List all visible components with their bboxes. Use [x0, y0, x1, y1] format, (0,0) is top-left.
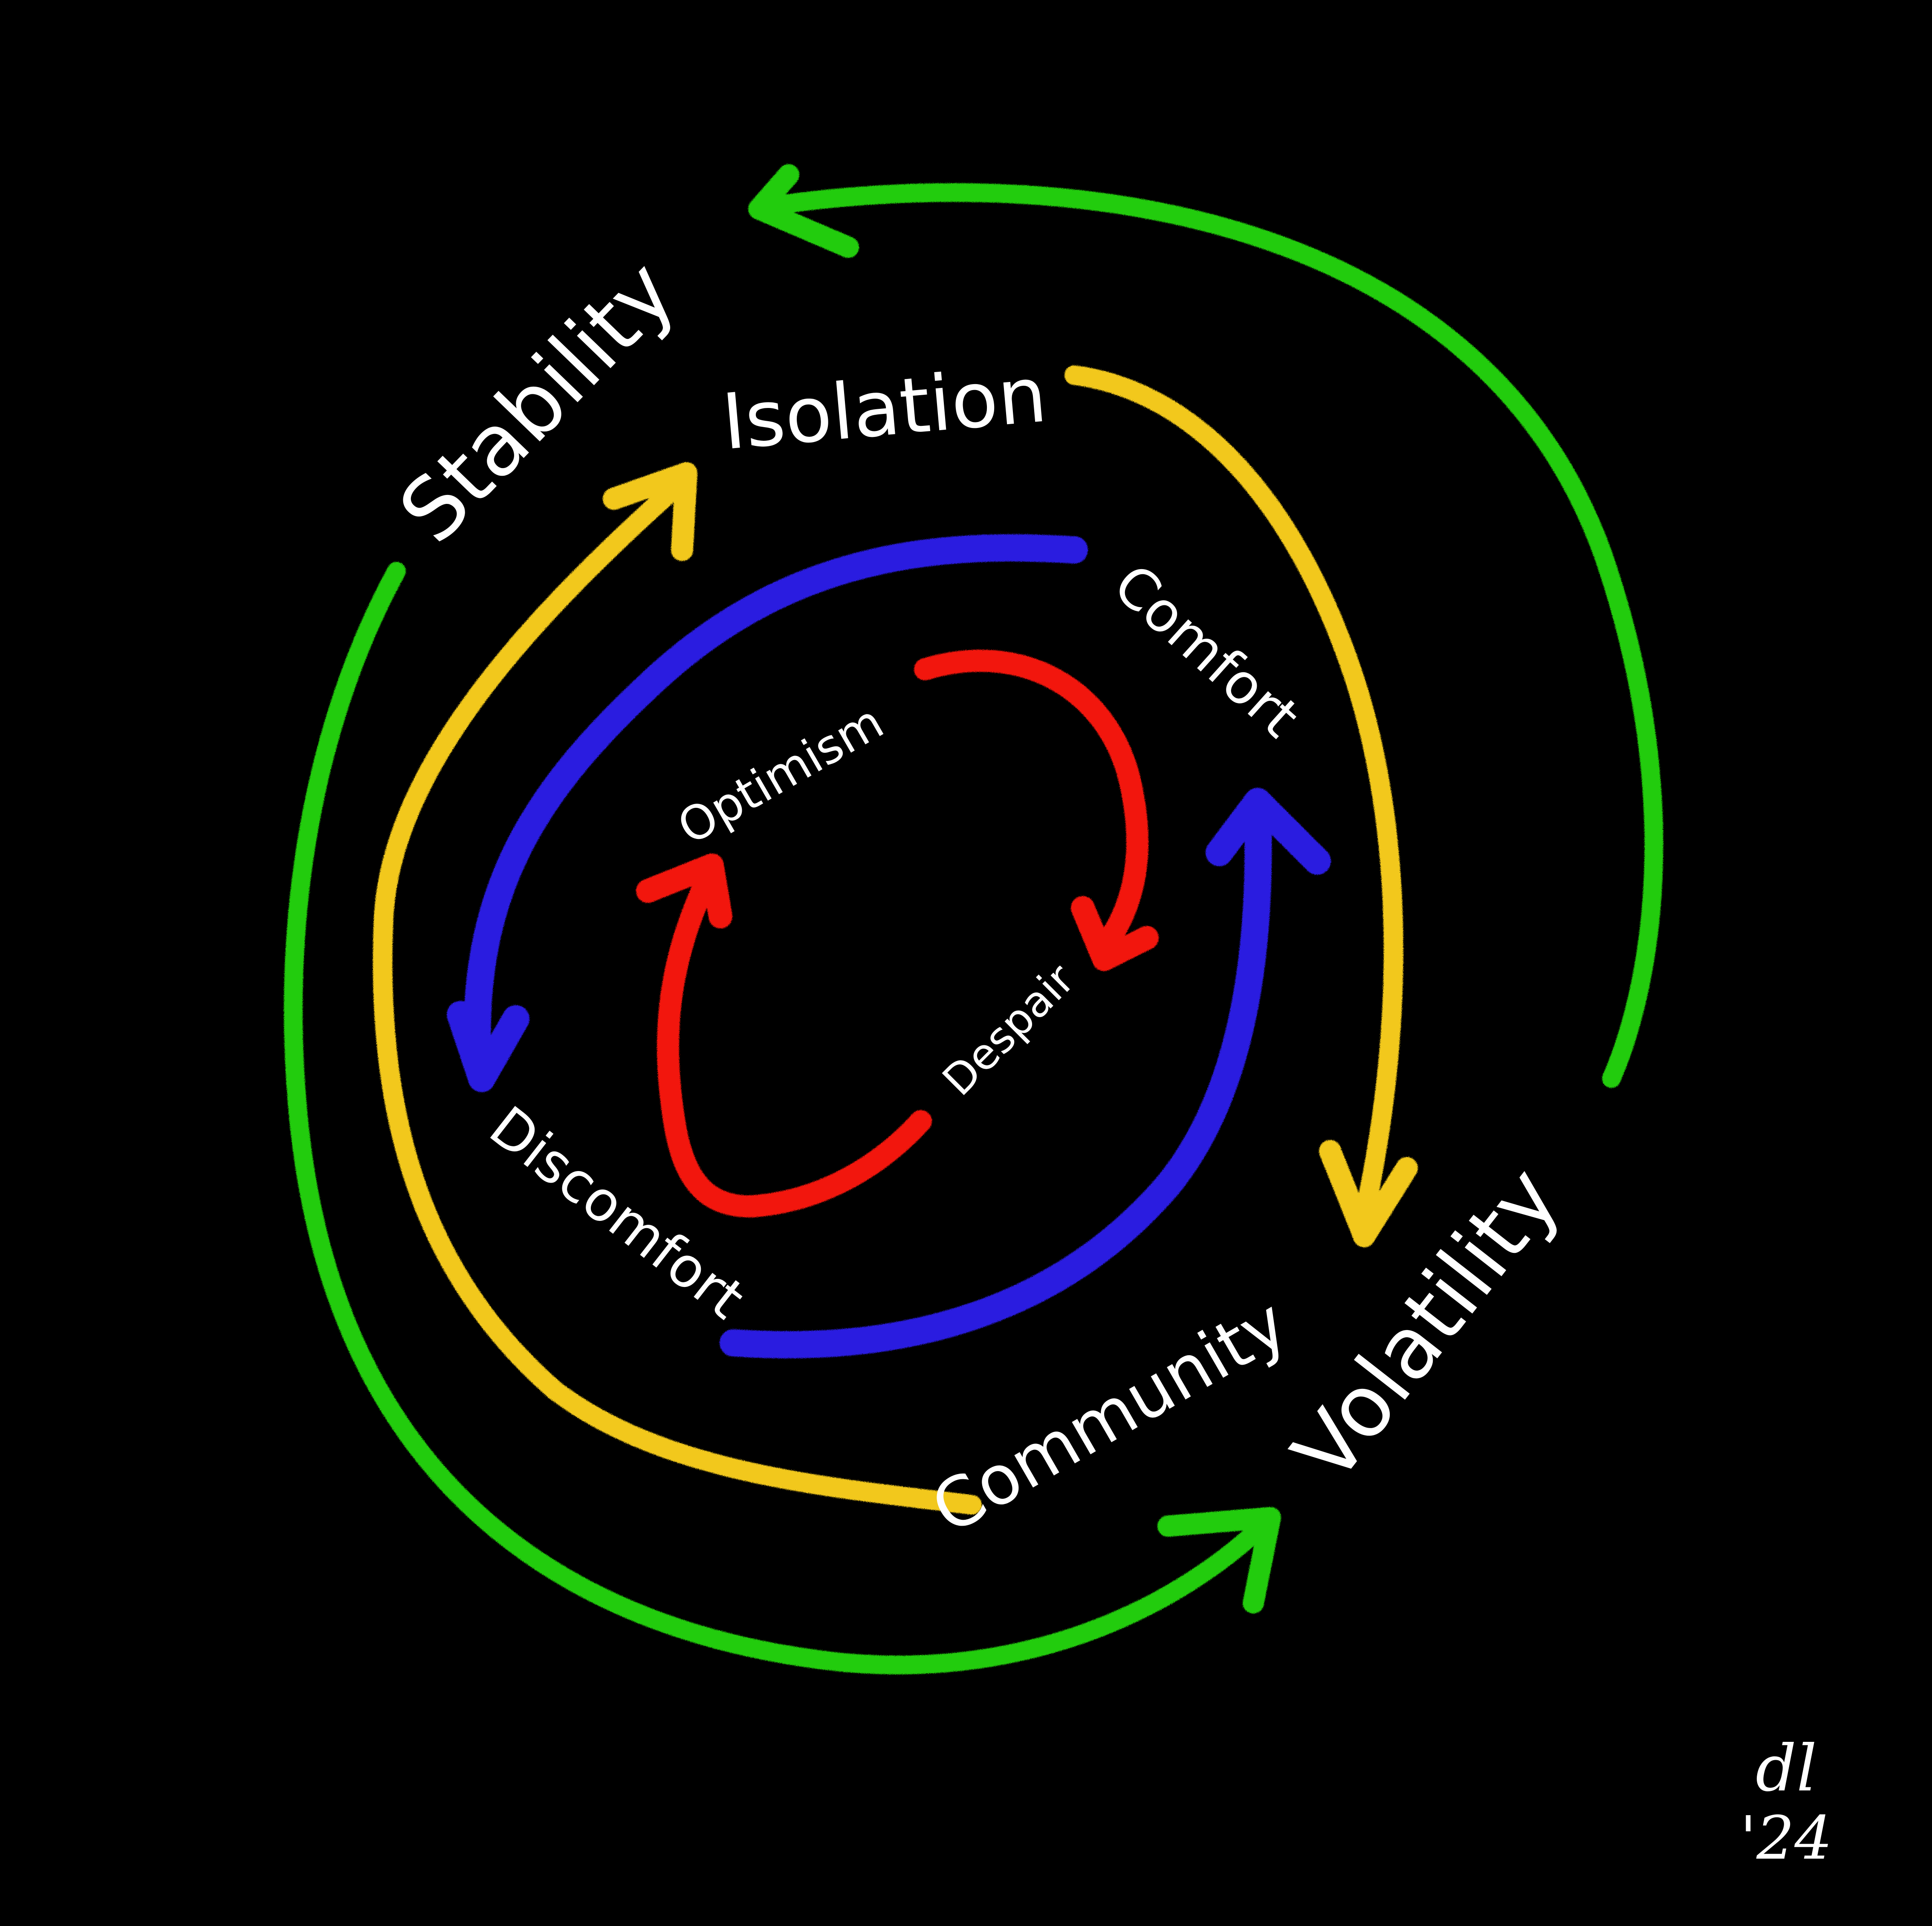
outer-loop	[283, 164, 1663, 1674]
inner-loop	[636, 650, 1159, 1218]
red-arrowhead-right	[1071, 896, 1159, 971]
blue-arc-top	[463, 534, 1088, 1062]
signature-year: '24	[1740, 1804, 1833, 1873]
signature-initials: dl	[1756, 1732, 1817, 1806]
green-arc-left	[283, 562, 1271, 1674]
yellow-arc-left	[373, 472, 982, 1515]
red-arc-left	[657, 867, 932, 1218]
green-arrowhead-top	[748, 164, 859, 258]
blue-arrowhead-right	[1206, 788, 1331, 875]
second-loop	[373, 365, 1418, 1515]
green-arc-right	[771, 183, 1663, 1088]
blue-arc-bottom	[720, 796, 1272, 1359]
yellow-arc-right	[1064, 365, 1403, 1225]
red-arrowhead-left	[636, 853, 732, 928]
yellow-arrowhead-left	[603, 462, 697, 561]
green-arrowhead-bottom	[1157, 1507, 1281, 1614]
third-loop	[447, 534, 1331, 1359]
blue-arrowhead-left	[447, 1001, 529, 1092]
yellow-arrowhead-right	[1319, 1140, 1418, 1247]
red-arc-right	[914, 650, 1148, 957]
